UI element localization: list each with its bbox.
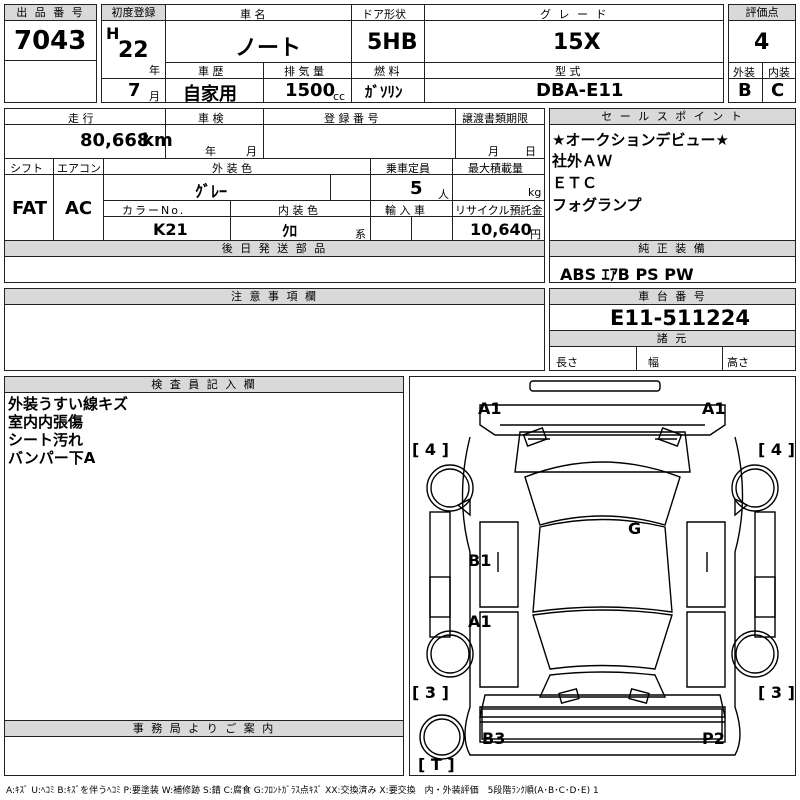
mileage-label: 走 行: [68, 112, 94, 125]
chassis-number: E11-511224: [610, 306, 750, 330]
reg-year: 22: [118, 38, 149, 63]
load-unit: kg: [528, 186, 542, 199]
ac-label: エアコン: [57, 162, 101, 175]
era-letter: H: [106, 24, 120, 43]
grade-label: グ レ ー ド: [540, 8, 609, 21]
dims-label: 諸 元: [550, 331, 795, 346]
intcolor-unit: 系: [355, 228, 366, 241]
score-label: 評価点: [729, 5, 795, 20]
equip-label: 純 正 装 備: [550, 241, 795, 256]
lot-label: 出 品 番 号: [5, 5, 96, 20]
later-parts-label: 後 日 発 送 部 品: [5, 241, 544, 256]
history-label: 車 歴: [198, 65, 224, 78]
import-label: 輸 入 車: [385, 204, 425, 217]
mark-3-right: [ 3 ]: [758, 683, 795, 702]
mark-3-left: [ 3 ]: [412, 683, 449, 702]
intcolor-label: 内 装 色: [278, 204, 318, 217]
mark-a1-side: A1: [468, 612, 492, 631]
chassis-label: 車 台 番 号: [550, 289, 795, 304]
sales-label: セ ー ル ス ポ イ ン ト: [550, 109, 795, 124]
inspect-month: 月: [246, 145, 257, 158]
capacity-label: 乗車定員: [386, 162, 430, 175]
history-value: 自家用: [183, 84, 237, 105]
color-label: 外 装 色: [212, 162, 252, 175]
ext-label: 外装: [733, 66, 755, 79]
colorno-value: K21: [153, 220, 188, 239]
grade-value: 15X: [553, 30, 601, 55]
door-type: 5HB: [367, 30, 418, 55]
ac-value: AC: [65, 198, 93, 219]
shift-value: FAT: [12, 198, 48, 219]
sales-line: ＥＴＣ: [552, 174, 598, 192]
int-label: 内装: [768, 66, 790, 79]
door-label: ドア形状: [362, 8, 406, 21]
transfer-label: 譲渡書類期限: [462, 112, 528, 125]
caution-label: 注 意 事 項 欄: [5, 289, 544, 304]
mark-a1-front-left: A1: [478, 399, 502, 418]
equip-value: ABS ｴｱB PS PW: [560, 265, 694, 284]
colorno-label: カラーNo.: [122, 204, 186, 217]
mark-g-windshield: G: [628, 519, 642, 538]
mileage-unit: km: [142, 130, 173, 151]
inspect-label: 車 検: [198, 112, 224, 125]
recycle-label: リサイクル預託金: [455, 204, 543, 217]
mark-4-right: [ 4 ]: [758, 440, 795, 459]
capacity-value: 5: [410, 178, 423, 199]
sales-line: ★オークションデビュー★: [552, 131, 729, 149]
recycle-value: 10,640: [470, 220, 532, 239]
model-label: 型 式: [555, 65, 581, 78]
car-outline-diagram: [419, 380, 779, 760]
office-label: 事 務 局 よ り ご 案 内: [5, 721, 403, 736]
capacity-unit: 人: [438, 188, 449, 201]
mark-p2: P2: [702, 729, 725, 748]
mark-b1: B1: [468, 551, 492, 570]
sales-line: フォグランプ: [552, 196, 642, 214]
damage-diagram: A1 A1 [ 4 ] [ 4 ] G B1 A1 [ 3 ] [ 3 ] B3…: [409, 376, 796, 776]
int-grade: C: [771, 80, 785, 101]
recycle-unit: 円: [530, 228, 541, 241]
legend-text: A:ｷｽﾞ U:ﾍｺﾐ B:ｷｽﾞを伴うﾍｺﾐ P:要塗装 W:補修跡 S:錆 …: [6, 786, 599, 796]
regno-label: 登 録 番 号: [324, 112, 379, 125]
first-reg-label: 初度登録: [102, 5, 165, 20]
mark-a1-front-right: A1: [702, 399, 726, 418]
mileage-value: 80,668: [80, 130, 150, 151]
year-unit: 年: [149, 64, 160, 77]
model-value: DBA-E11: [536, 80, 624, 101]
transfer-day: 日: [525, 145, 536, 158]
intcolor-value: ｸﾛ: [282, 222, 298, 240]
inspector-label: 検 査 員 記 入 欄: [5, 377, 403, 392]
name-label: 車 名: [240, 8, 266, 21]
inspector-note: シート汚れ: [8, 431, 84, 449]
mark-t: [ T ]: [418, 755, 455, 774]
color-value: ｸﾞﾚｰ: [195, 182, 228, 201]
disp-value: 1500: [285, 80, 336, 101]
inspector-panel: [4, 376, 404, 776]
disp-label: 排 気 量: [284, 65, 324, 78]
inspect-year: 年: [205, 145, 216, 158]
transfer-month: 月: [488, 145, 499, 158]
fuel-value: ｶﾞｿﾘﾝ: [365, 83, 403, 101]
car-name: ノート: [235, 36, 302, 61]
dim-height: 高さ: [727, 356, 749, 369]
load-label: 最大積載量: [468, 162, 523, 175]
reg-month: 7: [128, 80, 141, 101]
mark-b3: B3: [482, 729, 506, 748]
dim-width: 幅: [648, 356, 659, 369]
mark-4-left: [ 4 ]: [412, 440, 449, 459]
score-value: 4: [754, 30, 770, 55]
fuel-label: 燃 料: [374, 65, 400, 78]
ext-grade: B: [738, 80, 752, 101]
inspector-note: 室内内張傷: [8, 413, 84, 431]
inspector-note: 外装うすい線キズ: [8, 395, 129, 413]
dim-length: 長さ: [556, 356, 578, 369]
month-unit: 月: [149, 90, 160, 103]
shift-label: シフト: [10, 162, 43, 175]
lot-number: 7043: [14, 26, 87, 56]
sales-line: 社外ＡＷ: [552, 152, 613, 170]
disp-unit: cc: [333, 90, 346, 103]
inspector-note: バンパー下A: [8, 449, 96, 467]
